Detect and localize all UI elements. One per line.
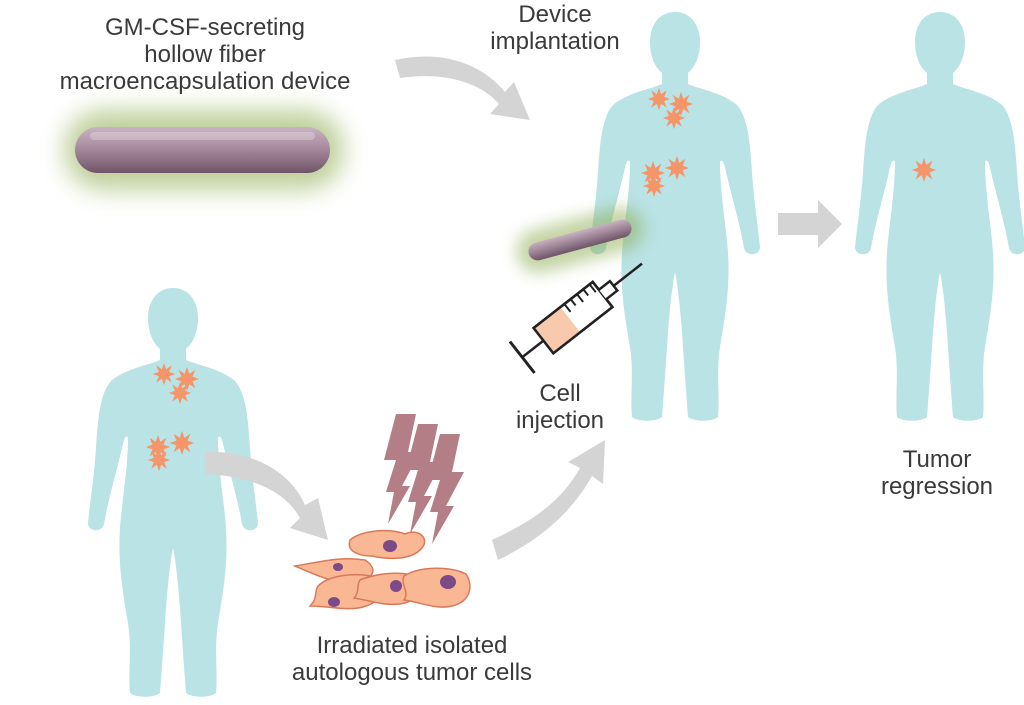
lightning-icon-group (384, 414, 464, 544)
human-body-icon-patient (88, 288, 258, 697)
nucleus (390, 580, 402, 592)
regression-label-line-1: Tumor (902, 446, 972, 473)
irradiated-label: Irradiated isolated autologous tumor cel… (262, 632, 562, 686)
arrow-icon-to-implantation (395, 56, 530, 120)
injection-label: Cell injection (490, 380, 630, 434)
implantation-label: Device implantation (470, 1, 640, 55)
nucleus (333, 563, 343, 571)
device-label-line-1: GM-CSF-secreting (104, 14, 306, 41)
implantation-label-line-1: Device (518, 1, 592, 28)
tumor-cell-cluster (292, 529, 471, 610)
syringe-icon (508, 262, 643, 374)
arrow-icon-group (205, 56, 842, 560)
device-label: GM-CSF-secreting hollow fiber macroencap… (40, 14, 370, 95)
device-label-line-3: macroencapsulation device (59, 68, 351, 95)
nucleus (383, 540, 397, 552)
regression-label: Tumor regression (862, 446, 1012, 500)
human-body-icon-regression (855, 12, 1024, 421)
device-icon-large (64, 110, 344, 190)
arrow-icon-to-regression (778, 200, 842, 248)
tumor-cell-icon (402, 567, 471, 608)
injection-label-line-1: Cell (539, 380, 581, 407)
irradiated-label-line-2: autologous tumor cells (291, 659, 533, 686)
arrow-icon-to-injection (492, 440, 605, 560)
device-label-line-2: hollow fiber (144, 41, 266, 68)
device-icon-small (516, 206, 644, 274)
nucleus-group (328, 540, 456, 607)
implantation-label-line-2: implantation (490, 28, 620, 55)
irradiated-label-line-1: Irradiated isolated (316, 632, 508, 659)
injection-label-line-2: injection (515, 407, 605, 434)
nucleus (440, 575, 456, 589)
nucleus (328, 597, 340, 607)
arrow-icon-to-cells (205, 451, 328, 540)
regression-label-line-2: regression (880, 473, 994, 500)
lightning-icon (428, 434, 464, 544)
